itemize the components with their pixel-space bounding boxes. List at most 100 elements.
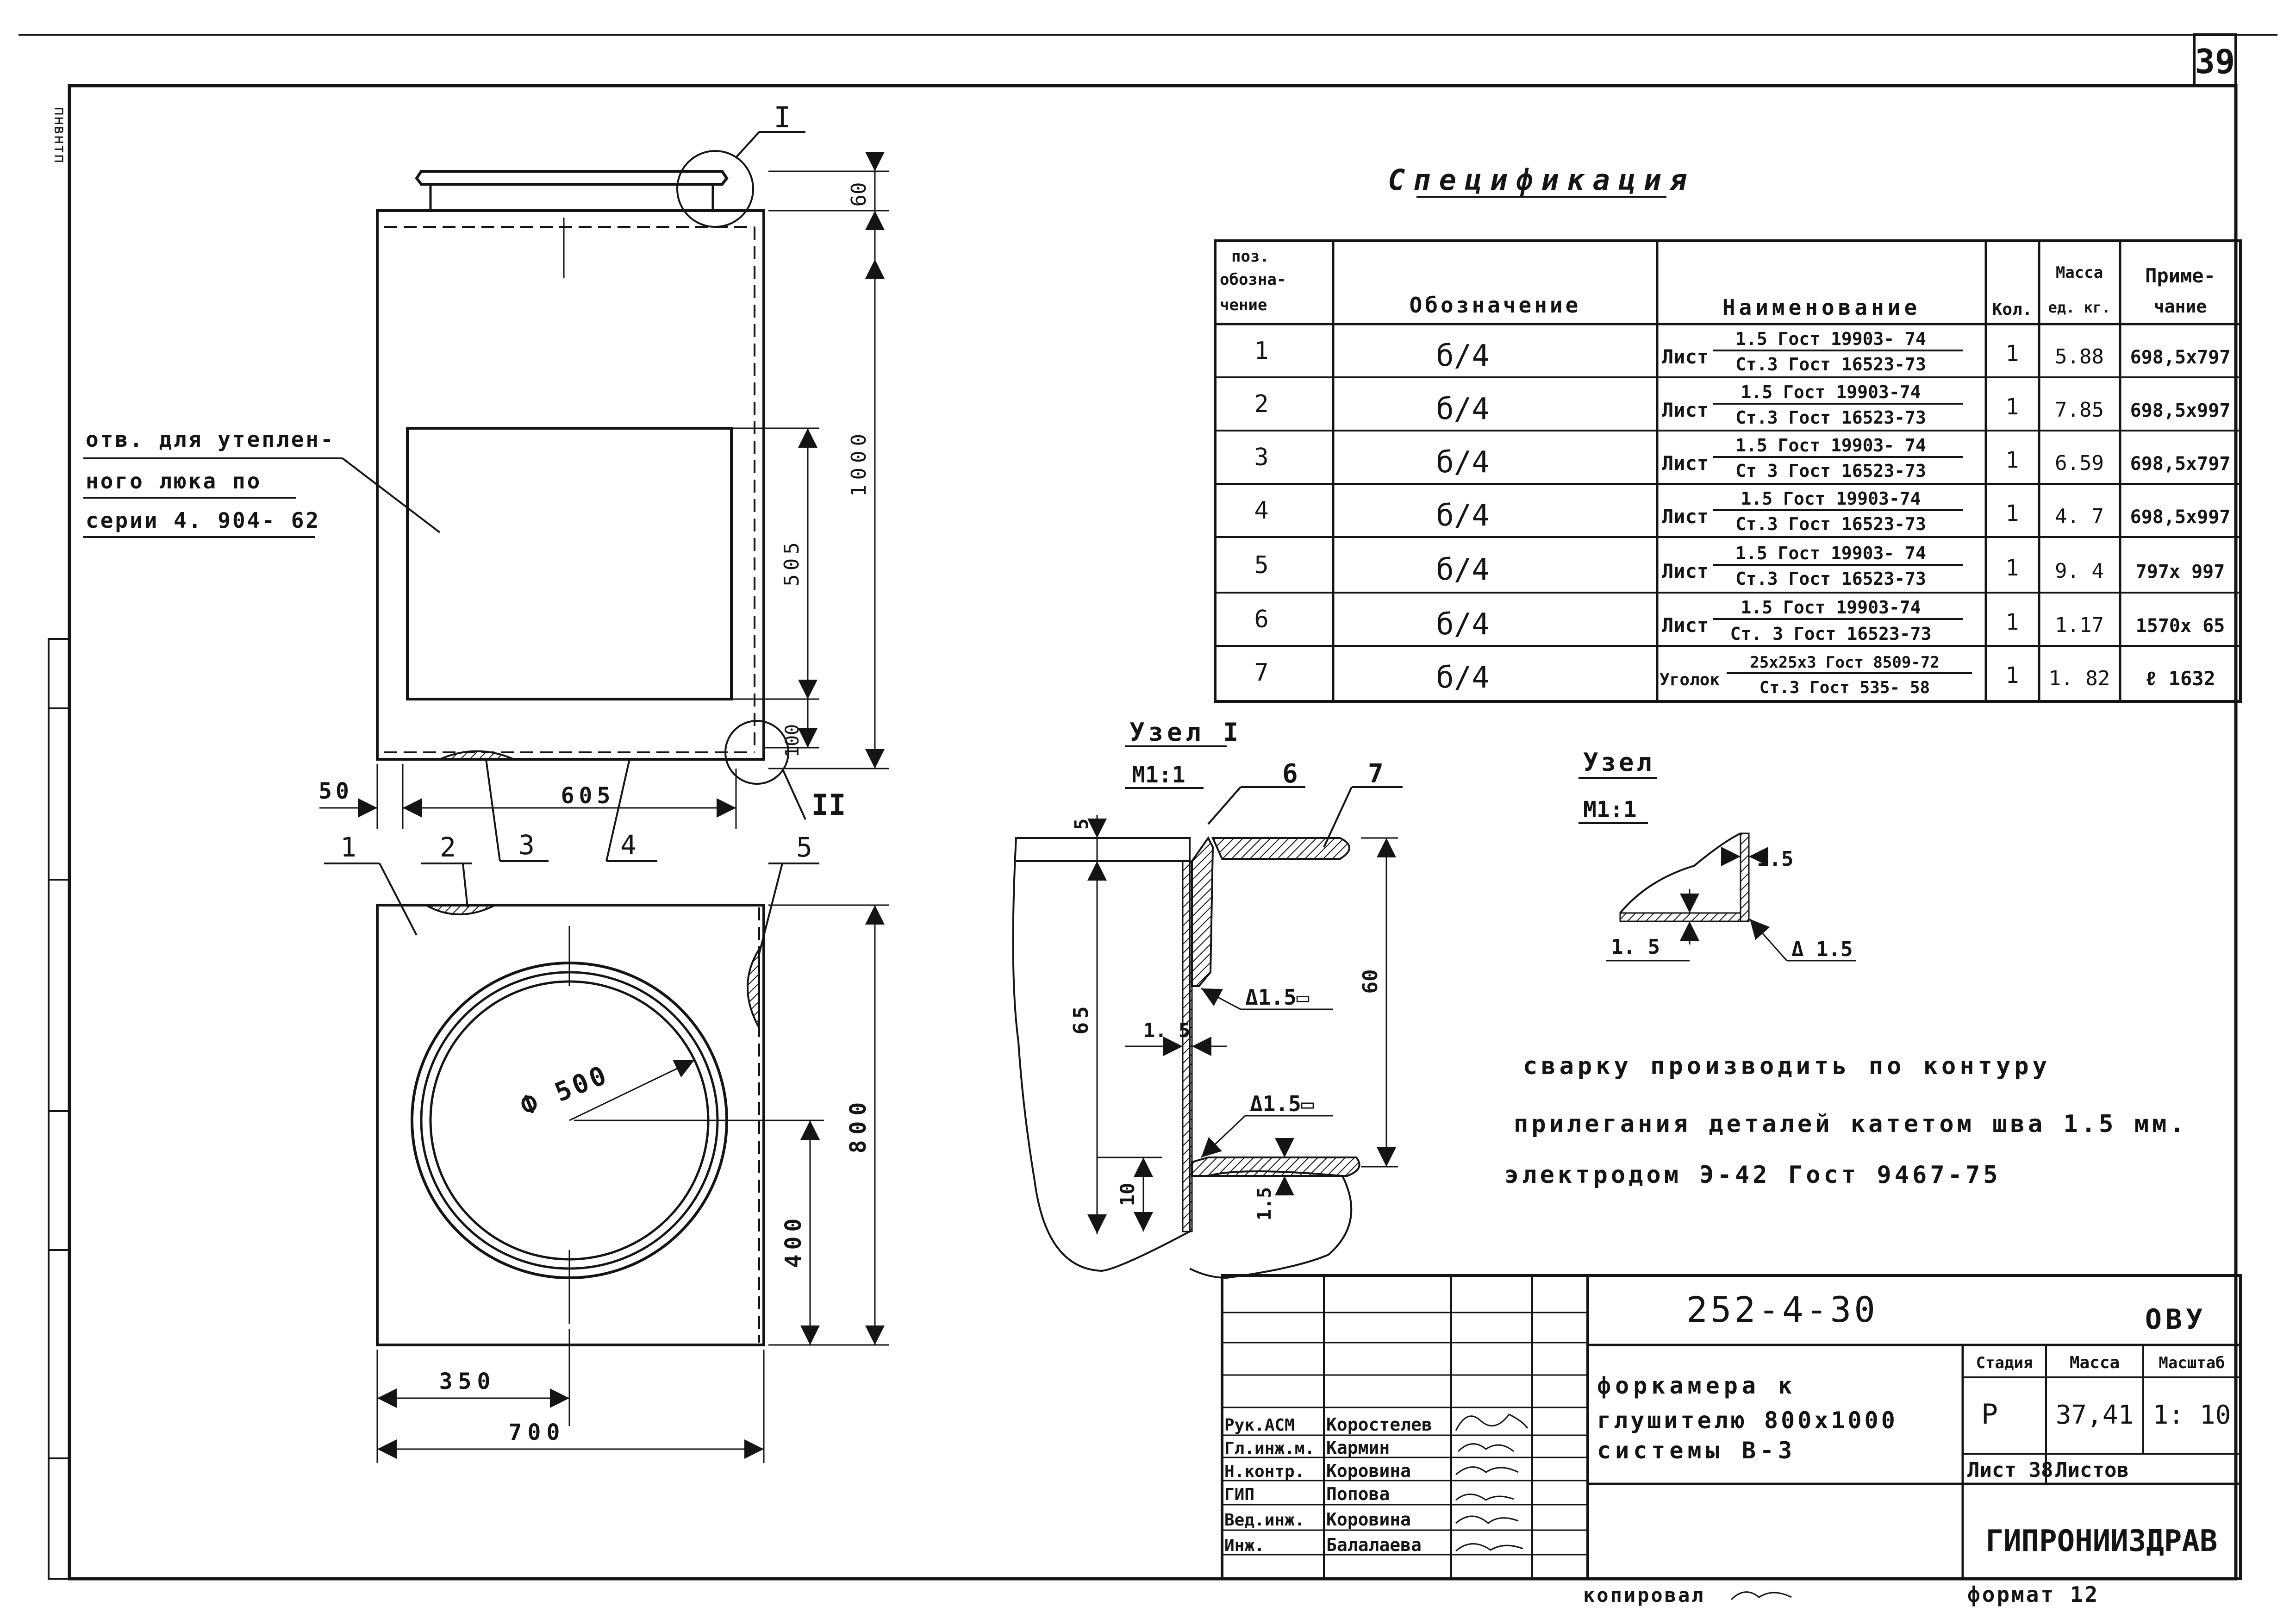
row-mass: 5.88 — [2055, 345, 2104, 369]
node1-weld-2: Δ1.5▭ — [1250, 1091, 1314, 1116]
callout-label-II: II — [811, 788, 846, 822]
node1-dim-15a: 1. 5 — [1143, 1019, 1190, 1042]
role-label: ГИП — [1224, 1485, 1254, 1504]
row-pos: 4 — [1254, 497, 1268, 525]
page-number-box: 39 — [2193, 33, 2237, 87]
node1-weld-1: Δ1.5▭ — [1245, 985, 1310, 1010]
row-name-top: 1.5 Гост 19903- 74 — [1735, 435, 1926, 456]
left-edge-stamp: пнвнтп — [50, 106, 69, 163]
weld-note-line-3: электродом Э-42 Гост 9467-75 — [1504, 1161, 2001, 1189]
row-qty: 1 — [2006, 394, 2019, 420]
person-name: Кармин — [1326, 1438, 1390, 1458]
node2-scale: М1:1 — [1583, 797, 1637, 823]
hdr-qty: Кол. — [1992, 300, 2033, 319]
person-name: Коровина — [1326, 1509, 1411, 1530]
stage-value: Р — [1981, 1398, 1998, 1431]
pos-label-2: 2 — [440, 832, 456, 863]
opening-note-line-2: ного люка по — [86, 469, 262, 494]
node-2-detail: Узел М1:1 1.5 1. 5 Δ 1.5 — [1578, 748, 1856, 962]
dim-800: 800 — [845, 1097, 871, 1154]
doc-title-line-1: форкамера к — [1597, 1372, 1796, 1399]
spec-title: Спецификация — [1388, 163, 1695, 197]
row-mass: 9. 4 — [2055, 559, 2104, 583]
doc-section: ОВУ — [2145, 1303, 2206, 1336]
node1-dim-15b: 1.5 — [1254, 1187, 1275, 1220]
spec-row: 6 б/4 Лист 1.5 Гост 19903-74 Ст. 3 Гост … — [1254, 597, 2225, 644]
node-1-detail: Узел I М1:1 6 7 5 65 1. 5 60 10 1.5 — [1012, 718, 1403, 1279]
hdr-note-1: Приме- — [2145, 264, 2215, 287]
row-pos: 6 — [1254, 606, 1268, 633]
node1-dim-5: 5 — [1071, 819, 1092, 830]
row-mass: 4. 7 — [2055, 505, 2104, 528]
row-name-prefix: Уголок — [1660, 670, 1720, 689]
weld-note: сварку производить по контуру прилегания… — [1504, 1052, 2188, 1189]
signature-mark — [1455, 1494, 1514, 1501]
row-name-bottom: Ст.3 Гост 16523-73 — [1735, 514, 1926, 534]
row-name-bottom: Ст.3 Гост 16523-73 — [1735, 569, 1926, 589]
row-name-prefix: Лист — [1662, 505, 1709, 528]
mass-value: 37,41 — [2056, 1400, 2134, 1430]
doc-title-line-3: системы В-3 — [1597, 1437, 1796, 1464]
opening-note-line-1: отв. для утеплен- — [86, 427, 335, 452]
row-note: 1570x 65 — [2136, 615, 2225, 637]
row-designation: б/4 — [1436, 499, 1490, 533]
copied-by: копировал — [1583, 1584, 1705, 1607]
node1-pos-6: 6 — [1282, 759, 1298, 789]
row-pos: 5 — [1254, 551, 1268, 579]
row-mass: 1. 82 — [2049, 667, 2110, 690]
page-number: 39 — [2195, 42, 2235, 81]
pos-label-5: 5 — [796, 832, 812, 863]
hdr-pos-3: чение — [1220, 296, 1267, 314]
row-name-bottom: Ст 3 Гост 16523-73 — [1735, 461, 1926, 481]
row-mass: 7.85 — [2055, 398, 2104, 422]
row-qty: 1 — [2006, 500, 2019, 526]
weld-note-line-1: сварку производить по контуру — [1523, 1052, 2051, 1080]
node1-dim-10: 10 — [1116, 1183, 1139, 1207]
hdr-name: Наименование — [1722, 295, 1921, 320]
copier-signature — [1730, 1591, 1792, 1600]
callout-circle-I — [676, 150, 754, 228]
dim-diameter: Ф 500 — [517, 1059, 613, 1122]
signature-mark — [1455, 1413, 1529, 1431]
row-designation: б/4 — [1436, 553, 1490, 587]
front-view-dimensions: 60 1000 505 100 50 605 3 4 — [318, 152, 889, 862]
spec-row: 3 б/4 Лист 1.5 Гост 19903- 74 Ст 3 Гост … — [1254, 435, 2230, 481]
node2-dim-t2: 1. 5 — [1611, 935, 1660, 959]
weld-note-line-2: прилегания деталей катетом шва 1.5 мм. — [1514, 1110, 2188, 1138]
dim-505: 505 — [780, 538, 804, 586]
row-note: 797x 997 — [2136, 561, 2225, 582]
stage-label: Стадия — [1976, 1354, 2033, 1372]
row-qty: 1 — [2006, 663, 2019, 688]
plan-view: Ф 500 1 2 5 — [324, 832, 819, 1346]
row-qty: 1 — [2006, 447, 2019, 473]
spec-row: 4 б/4 Лист 1.5 Гост 19903-74 Ст.3 Гост 1… — [1254, 488, 2230, 534]
person-name: Балалаева — [1326, 1535, 1422, 1555]
hdr-note-2: чание — [2154, 296, 2207, 317]
sheets-label: Листов — [2055, 1458, 2129, 1482]
row-name-top: 1.5 Гост 19903-74 — [1741, 488, 1921, 509]
signature-mark — [1455, 1515, 1519, 1524]
signature-mark — [1457, 1443, 1514, 1452]
opening-note-line-3: серии 4. 904- 62 — [86, 508, 320, 533]
role-label: Н.контр. — [1224, 1462, 1304, 1481]
organization: ГИПРОНИИЗДРАВ — [1986, 1524, 2218, 1558]
dim-400: 400 — [780, 1214, 806, 1268]
row-note: 698,5x797 — [2130, 453, 2231, 475]
spec-row: 1 б/4 Лист 1.5 Гост 19903- 74 Ст.3 Гост … — [1254, 329, 2230, 375]
row-name-bottom: Ст.3 Гост 16523-73 — [1735, 407, 1926, 428]
spec-row: 2 б/4 Лист 1.5 Гост 19903-74 Ст.3 Гост 1… — [1254, 382, 2230, 428]
dim-700: 700 — [509, 1419, 566, 1445]
format-label: формат 12 — [1967, 1582, 2099, 1607]
signature-rows: Рук.АСМ Коростелев Гл.инж.м. Кармин Н.ко… — [1224, 1413, 1529, 1555]
row-note: 698,5x997 — [2130, 506, 2231, 528]
opening-note: отв. для утеплен- ного люка по серии 4. … — [83, 427, 441, 538]
row-name-top: 1.5 Гост 19903- 74 — [1735, 543, 1926, 563]
node2-title: Узел — [1583, 748, 1654, 777]
role-label: Гл.инж.м. — [1224, 1439, 1315, 1458]
role-label: Вед.инж. — [1224, 1511, 1304, 1530]
row-mass: 6.59 — [2055, 451, 2104, 475]
plan-view-dimensions: 800 400 350 700 — [376, 904, 889, 1463]
row-pos: 7 — [1254, 659, 1268, 687]
sheet-label: Лист 38 — [1967, 1458, 2053, 1482]
